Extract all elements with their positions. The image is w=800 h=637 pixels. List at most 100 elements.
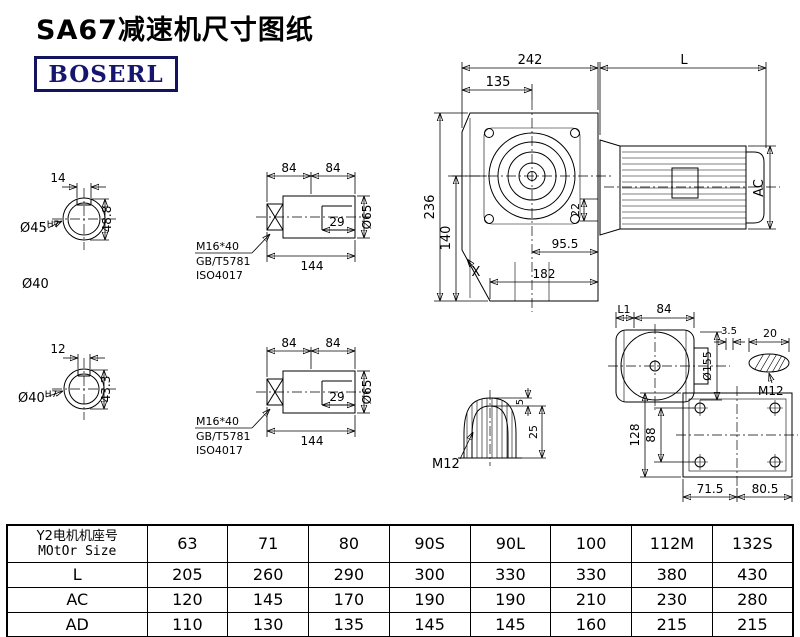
motor-size-header-en: MOtOr Size	[38, 543, 117, 559]
table-cell: 210	[550, 586, 632, 613]
dim-bore-2: Ø40H7	[18, 390, 57, 406]
dim-flange-dia: Ø155	[701, 351, 714, 381]
dim-seg-b-1: 84	[325, 161, 340, 175]
table-cell: 130	[227, 611, 309, 637]
plug-view: 5 25 M12	[432, 388, 546, 472]
foot-view: 128 88 71.5 80.5	[628, 386, 798, 502]
table-cell: 110	[146, 611, 229, 637]
dim-tip: 5	[515, 399, 526, 405]
thread-label-side: M12	[758, 384, 784, 398]
shaft-dia-note: Ø40	[22, 277, 49, 292]
table-cell: 190	[469, 586, 552, 613]
table-cell: 205	[146, 561, 229, 588]
page-title: SA67减速机尺寸图纸	[36, 15, 314, 46]
motor-size-header: Y2电机机座号 MOtOr Size	[6, 524, 148, 563]
table-cell: 215	[711, 611, 794, 637]
table-cell: 132S	[711, 524, 794, 563]
std-gb-2: GB/T5781	[196, 430, 251, 443]
table-cell: 230	[631, 586, 713, 613]
thread-label-plug: M12	[432, 457, 460, 472]
dim-seg-a-1: 84	[281, 161, 296, 175]
dims-main-view	[434, 62, 776, 302]
plug-hatch	[466, 398, 513, 458]
table-cell: 430	[711, 561, 794, 588]
dim-width: 242	[518, 53, 543, 68]
table-cell: 300	[388, 561, 471, 588]
table-cell: 215	[631, 611, 713, 637]
dim-key-len-1: 29	[329, 215, 344, 229]
motor-size-header-cn: Y2电机机座号	[36, 528, 118, 544]
table-cell: 280	[711, 586, 794, 613]
std-iso-2: ISO4017	[196, 444, 243, 457]
dim-plug-height: 25	[527, 425, 540, 439]
dim-base: 182	[533, 267, 556, 281]
table-cell: 135	[308, 611, 390, 637]
dim-pitch-a: 71.5	[697, 482, 724, 496]
bolt-callout-1: M16*40	[196, 240, 239, 253]
dim-height: 236	[423, 195, 438, 220]
side-view: L1 84 3.5 20 Ø155 M12	[608, 302, 790, 410]
dim-center-height: 140	[439, 226, 454, 251]
table-cell: 145	[469, 611, 552, 637]
dims-shaft-side-2	[195, 347, 370, 437]
table-cell: 330	[469, 561, 552, 588]
dim-seg-a-2: 84	[281, 336, 296, 350]
dim-base-half: 95.5	[552, 237, 579, 251]
table-row-AC: AC 120 145 170 190 190 210 230 280	[6, 586, 794, 613]
table-cell: 170	[308, 586, 390, 613]
dim-dia-2: Ø65	[360, 380, 374, 405]
dim-hole-pitch: 88	[644, 427, 658, 442]
dimension-table: Y2电机机座号 MOtOr Size 63 71 80 90S 90L 100 …	[6, 524, 794, 637]
dim-height-1: 48.8	[100, 206, 114, 233]
dim-l1: L1	[617, 303, 630, 316]
table-row-L: L 205 260 290 300 330 330 380 430	[6, 561, 794, 588]
table-row-AD: AD 110 130 135 145 145 160 215 215	[6, 611, 794, 637]
table-cell: 80	[308, 524, 390, 563]
dim-seg-b-2: 84	[325, 336, 340, 350]
shaft-end-view-1: 14 Ø45H7 48.8 Ø40	[20, 171, 116, 292]
dim-foot-height: 128	[628, 424, 642, 447]
dim-height-2: 43.3	[99, 376, 113, 403]
dim-key-width-2: 12	[50, 342, 65, 356]
table-cell: 112M	[631, 524, 713, 563]
dim-key-width-1: 14	[50, 171, 65, 185]
table-cell: 290	[308, 561, 390, 588]
dims-plug-view	[459, 388, 546, 460]
table-header-row: Y2电机机座号 MOtOr Size 63 71 80 90S 90L 100 …	[6, 524, 794, 563]
table-cell: 160	[550, 611, 632, 637]
key-section-hatch	[751, 354, 789, 372]
dim-offset: 22	[569, 203, 582, 217]
table-cell: 145	[227, 586, 309, 613]
dim-motor-dia: AC	[752, 179, 767, 197]
brand-logo-text: BOSERL	[48, 60, 164, 88]
std-iso-1: ISO4017	[196, 269, 243, 282]
table-cell: 100	[550, 524, 632, 563]
table-cell: 90L	[469, 524, 552, 563]
shaft-side-view-1: 84 84 29 144 Ø65 M16*40 GB/T5781 ISO4017	[195, 161, 374, 282]
table-cell: 190	[388, 586, 471, 613]
row-label: AC	[6, 586, 148, 613]
table-cell: 330	[550, 561, 632, 588]
table-cell: 120	[146, 586, 229, 613]
dim-dia-1: Ø65	[360, 205, 374, 230]
row-label: L	[6, 561, 148, 588]
shaft-end-view-2: 12 Ø40H7 43.3	[18, 342, 116, 420]
dims-shaft-end-1	[47, 183, 109, 241]
dims-shaft-side-1	[195, 172, 370, 262]
dim-key-len-2: 29	[329, 390, 344, 404]
bolt-callout-2: M16*40	[196, 415, 239, 428]
table-cell: 260	[227, 561, 309, 588]
dims-foot-view	[640, 392, 793, 502]
dim-key-width: 20	[763, 327, 777, 340]
table-cell: 71	[227, 524, 309, 563]
dim-bore-1: Ø45H7	[20, 220, 59, 236]
dims-shaft-end-2	[45, 354, 108, 410]
dim-motor-length: L	[680, 53, 688, 68]
row-label: AD	[6, 611, 148, 637]
dim-pitch-b: 80.5	[752, 482, 779, 496]
table-cell: 145	[388, 611, 471, 637]
drawing-canvas: 14 Ø45H7 48.8 Ø40 12 Ø40H7 43.3	[18, 53, 798, 502]
shaft-side-view-2: 84 84 29 144 Ø65 M16*40 GB/T5781 ISO4017	[195, 336, 374, 457]
main-view: 242 135 L 236 140 22 AC 95.5 182 X	[423, 53, 780, 312]
